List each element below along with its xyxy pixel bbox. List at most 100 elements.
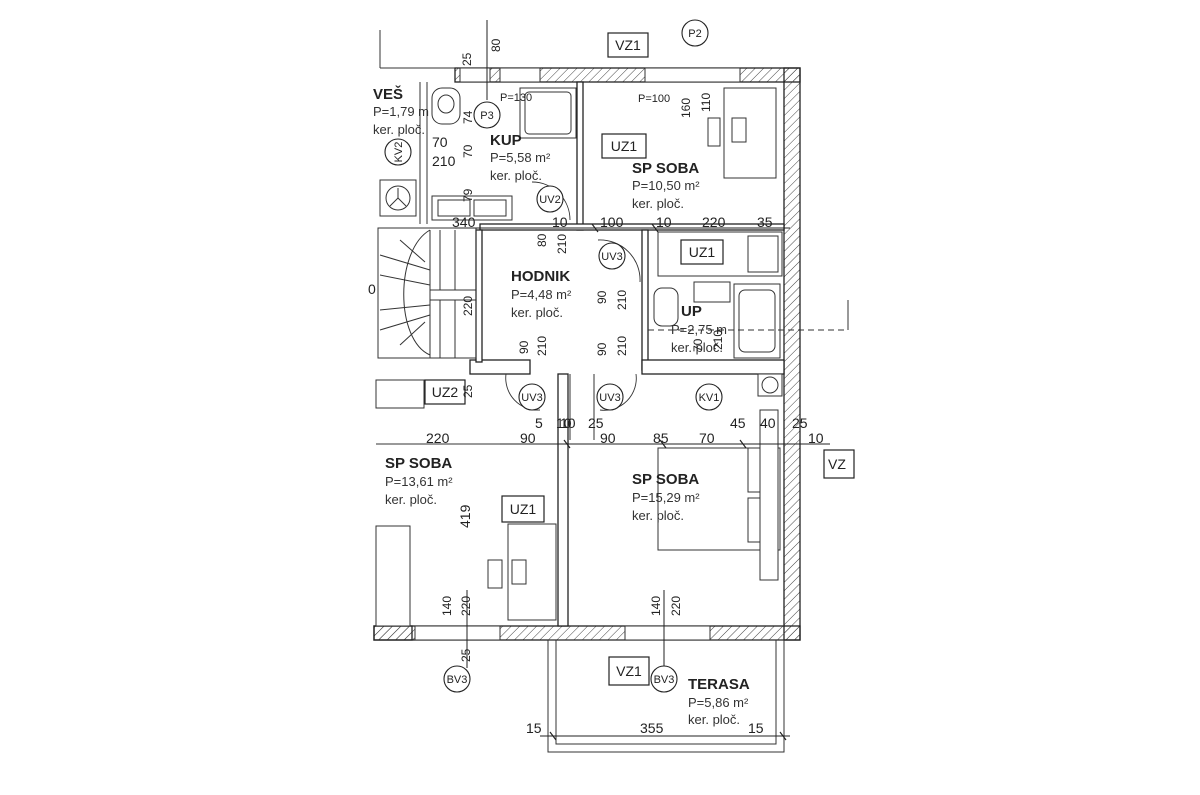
- dim-label-v: 80: [489, 38, 503, 52]
- room-area: P=5,58 m²: [490, 150, 551, 165]
- stair-step: [399, 321, 426, 346]
- room-name: TERASA: [688, 676, 750, 693]
- tag-box: [601, 133, 647, 159]
- room-area: P=10,50 m²: [632, 178, 700, 193]
- dim-label-v: 70: [691, 338, 705, 352]
- wall-bottom-left: [373, 625, 413, 641]
- tag-circle-label: UV3: [601, 251, 622, 263]
- room-area: P=1,79 m: [373, 104, 429, 119]
- tag-circle: [536, 185, 564, 213]
- tag-circle: [598, 242, 626, 270]
- chair-top: [707, 117, 721, 147]
- tag-circle-label: UV2: [539, 194, 560, 206]
- tag-label: VZ: [828, 456, 846, 472]
- dim-label: 15: [526, 720, 542, 736]
- dim-label: 70: [432, 134, 448, 150]
- room-floor: ker. ploč.: [373, 122, 425, 137]
- room-name: KUP: [490, 132, 522, 149]
- dim-label-v: 210: [615, 290, 629, 310]
- dim-label-v: 220: [461, 296, 475, 316]
- room-area: P=2,75 m: [671, 322, 727, 337]
- room-name: SP SOBA: [632, 160, 699, 177]
- wall-int-1: [576, 81, 584, 231]
- dim-tick: [549, 731, 557, 741]
- room-area: P=5,86 m²: [688, 695, 749, 710]
- dim-label-v: 210: [555, 234, 569, 254]
- dim-label: 70: [699, 430, 715, 446]
- fixture-area-label: P=130: [500, 92, 532, 104]
- room-area: P=13,61 m²: [385, 474, 453, 489]
- stair-step: [379, 314, 431, 331]
- monitor-bottom: [511, 559, 527, 585]
- room-floor: ker. ploč.: [632, 508, 684, 523]
- dim-label-v: 80: [535, 233, 549, 247]
- dim-label-v: 74: [461, 110, 475, 124]
- window-top-0: [459, 67, 491, 83]
- tag-label: UZ1: [510, 501, 537, 517]
- dim-label-v: 25: [461, 384, 475, 398]
- dim-label: 340: [452, 214, 476, 230]
- stair-step: [379, 274, 431, 286]
- dim-label: 355: [640, 720, 664, 736]
- stair-curve: [403, 229, 431, 356]
- dim-label: 10: [808, 430, 824, 446]
- wall-int-5: [641, 359, 785, 375]
- chair-bottom: [487, 559, 503, 589]
- tag-circle-label: BV3: [654, 674, 675, 686]
- room-floor: ker. ploč.: [671, 340, 723, 355]
- dim-label: 35: [757, 214, 773, 230]
- tag-circle: [384, 138, 412, 166]
- dim-label-v: 79: [461, 188, 475, 202]
- dim-label-v: 70: [461, 144, 475, 158]
- monitor-top: [731, 117, 747, 143]
- window-top-2: [644, 67, 741, 83]
- dim-label-v: 25: [459, 648, 473, 662]
- dim-label: 220: [426, 430, 450, 446]
- wall-int-7: [475, 229, 483, 363]
- horizontal-dimensions: 340 10 100 10 220 35 5 10 25 220 90 10 9…: [368, 134, 824, 736]
- tag-circle-label: KV2: [393, 142, 405, 163]
- dim-label-v: 220: [669, 596, 683, 616]
- tag-box: [680, 239, 724, 265]
- tag-circle: [518, 383, 546, 411]
- tag-circle-label: UV3: [521, 392, 542, 404]
- cabinet-hall-2: [747, 235, 779, 273]
- dim-label-v: 419: [457, 504, 473, 528]
- fixture-area-label: P=100: [638, 93, 670, 105]
- tag-circle-label: P3: [480, 110, 493, 122]
- walls: [373, 30, 801, 641]
- window-bottom-2: [624, 625, 711, 641]
- tag-circle-label: BV3: [447, 674, 468, 686]
- room-name: UP: [681, 303, 702, 320]
- window-bottom-1: [414, 625, 501, 641]
- dim-tick: [779, 731, 787, 741]
- dim-label: 10: [560, 415, 576, 431]
- room-floor: ker. ploč.: [490, 168, 542, 183]
- tag-box: [501, 495, 545, 523]
- toilet-up: [653, 287, 679, 327]
- tag-box: [823, 449, 855, 479]
- tag-boxes: VZ1 UZ1 UZ1 UZ2 UZ1 VZ1 VZ: [424, 32, 855, 686]
- dim-label-v: 140: [649, 596, 663, 616]
- wm-line: [389, 197, 399, 207]
- wall-int-4: [469, 359, 531, 375]
- room-floor: ker. ploč.: [688, 712, 740, 727]
- tag-circle: [443, 665, 471, 693]
- stair-step: [379, 304, 431, 311]
- dim-label-v: 220: [459, 596, 473, 616]
- stair-step: [399, 239, 426, 263]
- tag-label: UZ2: [432, 384, 459, 400]
- dim-label: 100: [600, 214, 624, 230]
- circle-tags: P2 P3 KV2 UV2 UV3 UV3 UV3 KV1 BV3 BV3: [384, 19, 723, 693]
- stairs: [377, 227, 477, 359]
- sink-1: [437, 199, 471, 217]
- dim-label-v: 210: [535, 336, 549, 356]
- dim-label-v: 210: [711, 330, 725, 350]
- wardrobe-left: [375, 379, 425, 409]
- dim-label: 0: [368, 281, 376, 297]
- sink-2: [473, 199, 507, 217]
- tag-circle: [695, 383, 723, 411]
- dim-label-v: 110: [699, 93, 713, 112]
- dim-label-v: 90: [517, 340, 531, 354]
- terrace-inner: [555, 639, 777, 745]
